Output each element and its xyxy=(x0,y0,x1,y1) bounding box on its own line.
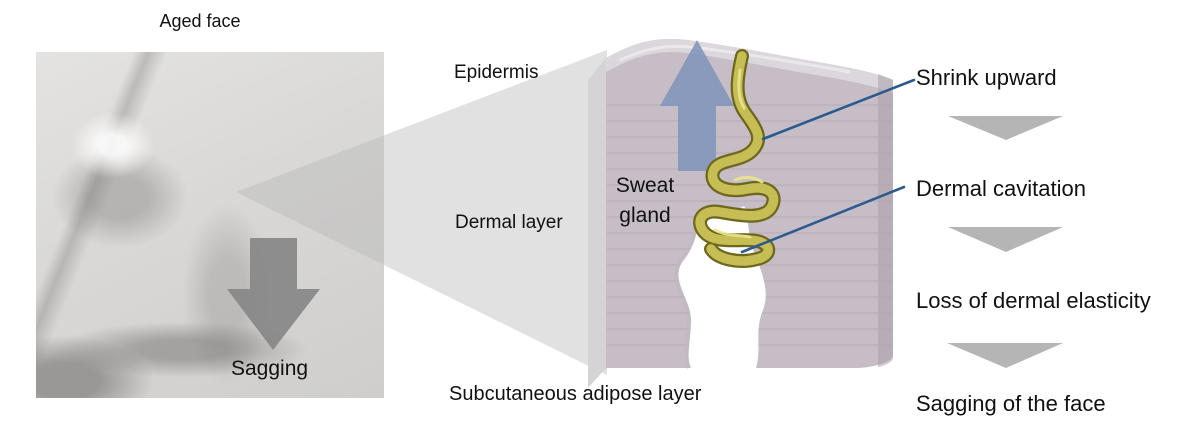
flow-step-sagging-of-face: Sagging of the face xyxy=(916,391,1106,416)
flow-step-shrink-upward: Shrink upward xyxy=(916,65,1057,90)
subcutaneous-adipose-layer-label: Subcutaneous adipose layer xyxy=(449,383,702,405)
flow-chevron-down-icon xyxy=(948,227,1063,252)
flow-chevron-down-icon xyxy=(948,116,1063,140)
flow-chevron-down-icon xyxy=(947,343,1063,368)
leader-line-shrink-upward xyxy=(761,78,916,141)
sweat-gland-highlights xyxy=(713,68,764,239)
sagging-arrow-down-icon xyxy=(227,238,320,350)
skin-block-side-face xyxy=(588,58,606,388)
skin-block-top-surface xyxy=(606,38,893,93)
sweat-gland-body xyxy=(695,51,779,266)
skin-block-right-edge xyxy=(878,74,893,367)
dermal-layer-label: Dermal layer xyxy=(455,212,563,233)
cavity-edge-shadow xyxy=(674,209,702,369)
flow-step-loss-of-elasticity: Loss of dermal elasticity xyxy=(916,288,1151,313)
sagging-label: Sagging xyxy=(231,357,309,380)
epidermis-label: Epidermis xyxy=(454,62,539,83)
zoom-cone xyxy=(236,50,607,375)
sweat-gland-label: Sweat gland xyxy=(615,174,675,227)
leader-line-dermal-cavitation xyxy=(740,185,906,254)
flow-step-dermal-cavitation: Dermal cavitation xyxy=(916,176,1086,201)
aged-face-photo xyxy=(36,52,384,398)
shrink-arrow-up-icon xyxy=(660,40,734,171)
top-surface-highlight xyxy=(619,44,851,74)
aged-face-title: Aged face xyxy=(159,11,241,31)
